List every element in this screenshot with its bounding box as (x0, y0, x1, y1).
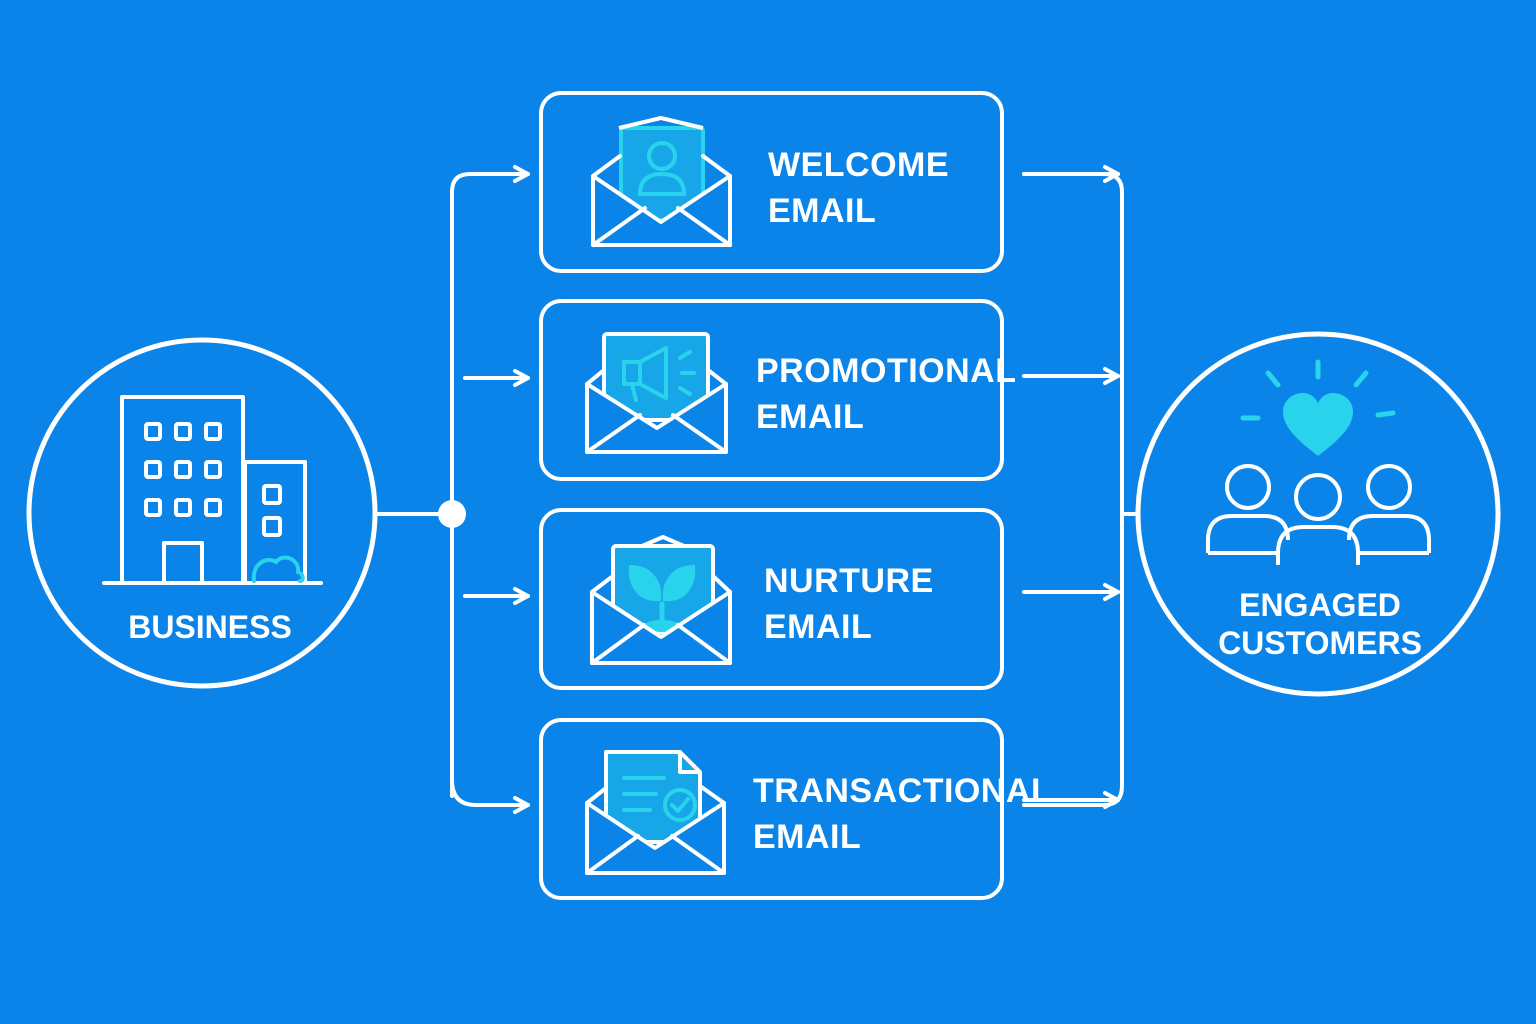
building-icon (102, 395, 323, 585)
customers-label-line2: CUSTOMERS (1218, 625, 1422, 661)
branch-junction-dot (438, 500, 466, 528)
welcome-envelope-icon (591, 116, 732, 247)
receipt-envelope-icon (585, 750, 726, 875)
email-boxes (539, 91, 1004, 900)
welcome-email-box (539, 91, 1004, 273)
nurture-email-label-line2: EMAIL (764, 608, 873, 646)
customers-node (1135, 331, 1501, 697)
transactional-email-label-line1: TRANSACTIONAL (753, 772, 1053, 810)
sprout-envelope-icon (590, 535, 732, 665)
customers-label-line1: ENGAGED (1239, 587, 1401, 623)
customers-heart-icon (1206, 359, 1431, 565)
customers-circle (1135, 331, 1501, 697)
nurture-email-label-line1: NURTURE (764, 562, 934, 600)
business-node (26, 337, 378, 689)
transactional-email-label: TRANSACTIONAL EMAIL (753, 768, 1052, 860)
promotional-email-label-line1: PROMOTIONAL (756, 352, 1017, 390)
branch-connector (373, 165, 530, 814)
promotional-email-label-line2: EMAIL (756, 398, 865, 436)
welcome-email-label-line1: WELCOME (768, 146, 950, 184)
promotional-email-label: PROMOTIONAL EMAIL (756, 348, 1016, 440)
merge-connector (1022, 165, 1139, 809)
transactional-email-label-line2: EMAIL (753, 818, 862, 856)
nurture-email-box (539, 508, 1004, 690)
bush-icon (251, 555, 305, 583)
transactional-email-box (539, 718, 1004, 900)
customers-label: ENGAGED CUSTOMERS (1190, 586, 1450, 662)
welcome-email-label-line2: EMAIL (768, 192, 877, 230)
nurture-email-label: NURTURE EMAIL (764, 558, 934, 650)
welcome-email-label: WELCOME EMAIL (768, 142, 949, 234)
business-label: BUSINESS (128, 609, 292, 645)
promotional-email-box (539, 299, 1004, 481)
megaphone-envelope-icon (585, 332, 728, 454)
